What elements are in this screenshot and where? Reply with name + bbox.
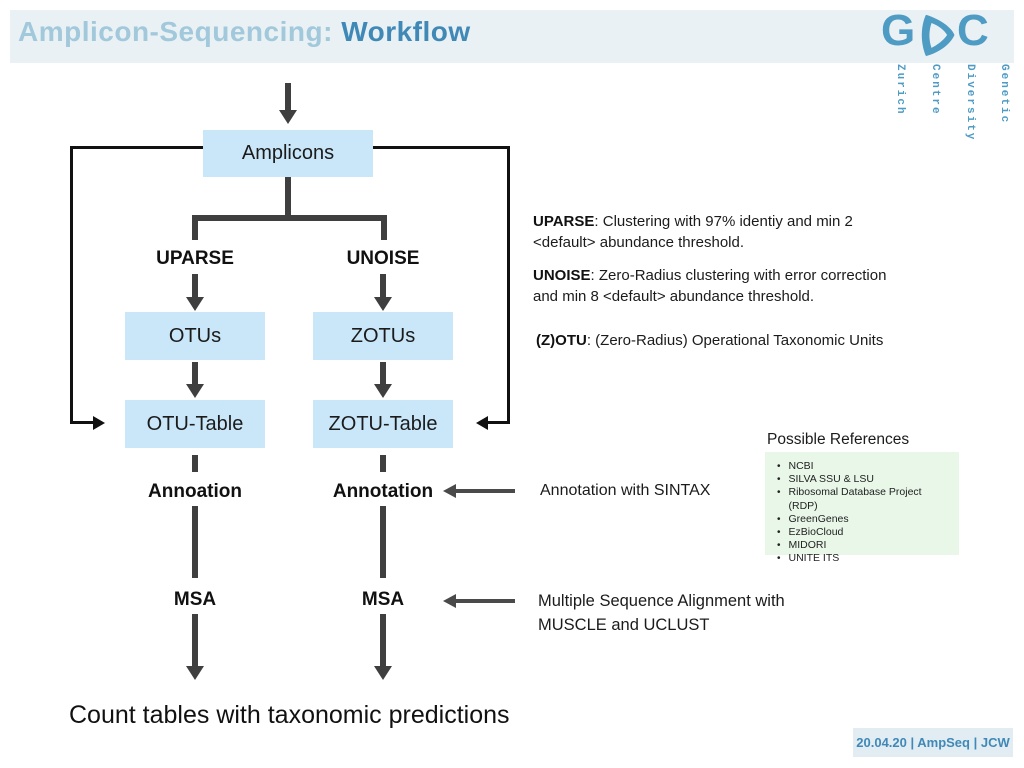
arrow-down-icon bbox=[186, 297, 204, 311]
flow-box-otus: OTUs bbox=[125, 312, 265, 360]
list-item: • SILVA SSU & LSU bbox=[777, 473, 949, 486]
list-item: • GreenGenes bbox=[777, 513, 949, 526]
footer-badge: 20.04.20 | AmpSeq | JCW bbox=[853, 728, 1013, 757]
arrow-msa-note-shaft bbox=[455, 599, 515, 603]
line-annoation-msa bbox=[192, 506, 198, 578]
note-zotu-text: : (Zero-Radius) Operational Taxonomic Un… bbox=[586, 332, 884, 349]
flow-label-annotation: Annotation bbox=[332, 481, 434, 502]
bypass-left-top-line bbox=[70, 146, 203, 149]
arrow-msa-result-left-shaft bbox=[192, 614, 198, 667]
arrow-msa-result-right-shaft bbox=[380, 614, 386, 667]
branch-stub-left bbox=[192, 215, 198, 240]
bypass-right-vertical-line bbox=[507, 146, 510, 424]
branch-bar-line bbox=[192, 215, 387, 221]
bullet-icon: • bbox=[777, 461, 781, 472]
references-box: • NCBI • SILVA SSU & LSU • Ribosomal Databa… bbox=[765, 452, 959, 564]
bullet-icon: • bbox=[777, 527, 781, 539]
logo-word-centre: Centre bbox=[929, 64, 941, 116]
arrow-left-icon bbox=[443, 594, 456, 608]
line-annotation-msa bbox=[380, 506, 386, 578]
logo-word-diversity: Diversity bbox=[964, 64, 976, 142]
arrow-down-icon bbox=[186, 384, 204, 398]
flow-box-zotus: ZOTUs bbox=[313, 312, 453, 360]
bypass-right-bottom-line bbox=[488, 421, 510, 424]
flow-box-zotu-table-label: ZOTU-Table bbox=[328, 412, 438, 435]
bypass-left-bottom-line bbox=[70, 421, 93, 424]
arrow-left-icon bbox=[443, 484, 456, 498]
arrow-down-icon bbox=[374, 666, 392, 680]
logo-stylized-d-icon bbox=[916, 12, 958, 63]
list-item: • EzBioCloud bbox=[777, 526, 949, 539]
list-item: • UNITE ITS bbox=[777, 552, 949, 565]
note-uparse-text: : Clustering with 97% identiy and min 2 … bbox=[533, 213, 853, 251]
logo-word-genetic: Genetic bbox=[998, 64, 1010, 125]
flow-box-amplicons-label: Amplicons bbox=[241, 142, 335, 164]
flow-label-msa-right: MSA bbox=[361, 589, 405, 610]
arrow-left-icon bbox=[476, 416, 488, 430]
flow-box-otu-table-label: OTU-Table bbox=[146, 412, 244, 435]
arrow-unoise-zotus-shaft bbox=[380, 274, 386, 298]
branch-stub-right bbox=[381, 215, 387, 240]
flow-label-msa-left: MSA bbox=[173, 589, 217, 610]
branch-stem-line bbox=[285, 177, 291, 221]
references-title: Possible References bbox=[767, 431, 910, 448]
arrow-uparse-otus-shaft bbox=[192, 274, 198, 298]
flow-box-otu-table: OTU-Table bbox=[125, 400, 265, 448]
page-title-light: Amplicon-Sequencing: bbox=[18, 16, 333, 47]
arrow-otus-otutable-shaft bbox=[192, 362, 198, 385]
reference-label: SILVA SSU & LSU bbox=[788, 473, 874, 486]
arrow-down-icon bbox=[186, 666, 204, 680]
note-zotu-term: (Z)OTU bbox=[536, 332, 587, 349]
reference-label: NCBI bbox=[788, 460, 814, 472]
stub-otu-table-annotation bbox=[192, 455, 198, 472]
logo-word-zurich: Zurich bbox=[894, 64, 906, 116]
header-band bbox=[10, 10, 1014, 63]
result-text: Count tables with taxonomic predictions bbox=[69, 701, 510, 729]
note-zotu: (Z)OTU: (Zero-Radius) Operational Taxono… bbox=[536, 330, 976, 351]
bypass-left-vertical-line bbox=[70, 146, 73, 424]
list-item: • MIDORI bbox=[777, 539, 949, 552]
stub-zotu-table-annotation bbox=[380, 455, 386, 472]
logo-letter-c: C bbox=[957, 6, 989, 55]
bullet-icon: • bbox=[777, 513, 781, 525]
note-unoise-term: UNOISE bbox=[533, 267, 591, 284]
note-unoise: UNOISE: Zero-Radius clustering with erro… bbox=[533, 265, 903, 307]
flow-box-otus-label: OTUs bbox=[168, 324, 222, 347]
flow-label-uparse: UPARSE bbox=[156, 248, 234, 269]
reference-label: UNITE ITS bbox=[788, 552, 840, 565]
arrow-zotus-zotutable-shaft bbox=[380, 362, 386, 385]
page-title: Amplicon-Sequencing: Workflow bbox=[18, 16, 471, 48]
arrow-right-icon bbox=[93, 416, 105, 430]
list-item: • NCBI bbox=[777, 460, 949, 473]
reference-label: Ribosomal Database Project (RDP) bbox=[788, 486, 922, 512]
bullet-icon: • bbox=[777, 487, 781, 499]
note-sintax: Annotation with SINTAX bbox=[540, 482, 711, 499]
arrow-down-icon bbox=[374, 297, 392, 311]
page-title-dark: Workflow bbox=[341, 16, 471, 47]
flow-label-annoation: Annoation bbox=[148, 481, 242, 502]
reference-label: GreenGenes bbox=[788, 512, 849, 525]
arrow-into-amplicons-shaft bbox=[285, 83, 291, 111]
note-unoise-text: : Zero-Radius clustering with error corr… bbox=[533, 267, 887, 305]
note-msa: Multiple Sequence Alignment with MUSCLE … bbox=[538, 592, 785, 634]
reference-label: EzBioCloud bbox=[788, 526, 844, 539]
bullet-icon: • bbox=[777, 474, 781, 486]
bullet-icon: • bbox=[777, 540, 781, 552]
list-item: • Ribosomal Database Project (RDP) bbox=[777, 486, 949, 512]
arrow-down-icon bbox=[374, 384, 392, 398]
flow-box-zotus-label: ZOTUs bbox=[350, 324, 416, 347]
reference-label: MIDORI bbox=[788, 539, 827, 552]
flow-box-zotu-table: ZOTU-Table bbox=[313, 400, 453, 448]
flow-box-amplicons: Amplicons bbox=[203, 130, 373, 177]
arrow-down-icon bbox=[279, 110, 297, 124]
note-uparse: UPARSE: Clustering with 97% identiy and … bbox=[533, 211, 903, 253]
logo-letter-g: G bbox=[881, 6, 916, 55]
bullet-icon: • bbox=[777, 553, 781, 565]
flow-label-unoise: UNOISE bbox=[346, 248, 420, 269]
arrow-sintax-shaft bbox=[455, 489, 515, 493]
note-uparse-term: UPARSE bbox=[533, 213, 595, 230]
bypass-right-top-line bbox=[373, 146, 510, 149]
